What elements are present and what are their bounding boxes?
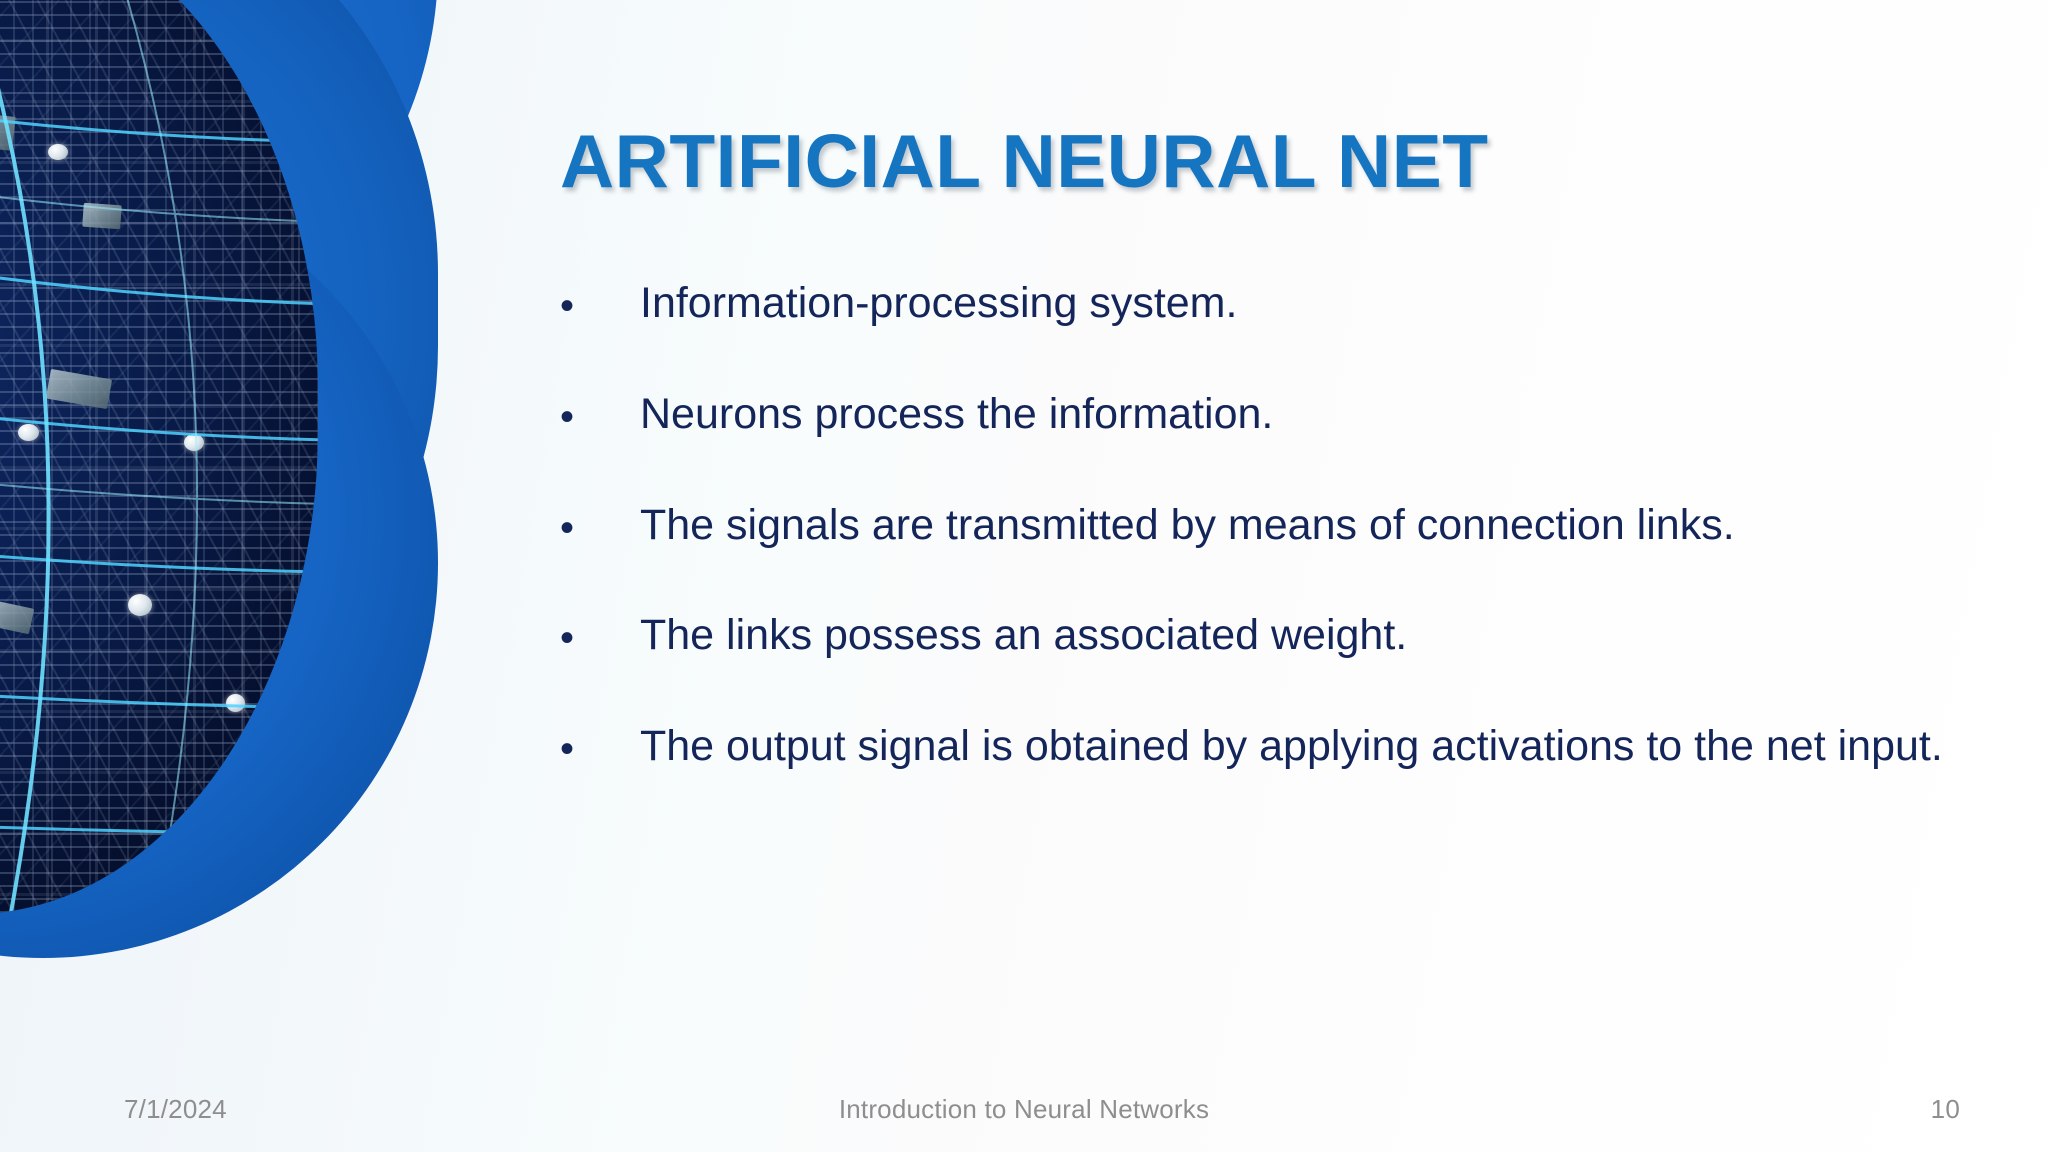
slide-title: ARTIFICIAL NEURAL NET <box>560 119 1489 203</box>
list-item: • The signals are transmitted by means o… <box>560 500 1955 555</box>
slide-page-number: 10 <box>1930 1094 1960 1124</box>
bullet-point-icon: • <box>560 284 575 328</box>
list-item-text: The links possess an associated weight. <box>640 611 1408 660</box>
bullet-point-icon: • <box>560 505 575 550</box>
globe-mesh-lines <box>0 0 318 914</box>
list-item: • Neurons process the information. <box>560 389 1955 444</box>
list-item-text: Neurons process the information. <box>640 389 1274 438</box>
bullet-point-icon: • <box>560 727 575 772</box>
list-item-text: Information-processing system. <box>640 279 1238 327</box>
list-item: • The links possess an associated weight… <box>560 610 1955 665</box>
bullet-point-icon: • <box>560 394 575 439</box>
solder-pad <box>128 594 152 616</box>
footer-title: Introduction to Neural Networks <box>838 1094 1210 1124</box>
circuit-board-globe-image <box>0 0 500 1152</box>
list-item-text: The output signal is obtained by applyin… <box>640 722 1943 771</box>
bullet-point-icon: • <box>560 616 575 661</box>
solder-pad <box>18 424 39 441</box>
solder-pad <box>48 144 68 160</box>
bullet-list: • Information-processing system. • Neuro… <box>560 278 1955 776</box>
footer-date: 7/1/2024 <box>124 1094 227 1124</box>
list-item-text: The signals are transmitted by means of … <box>640 500 1735 549</box>
list-item: • The output signal is obtained by apply… <box>560 721 1955 776</box>
list-item: • Information-processing system. <box>560 278 1955 333</box>
circuit-board-disc <box>0 0 318 914</box>
solder-pad <box>184 434 204 451</box>
